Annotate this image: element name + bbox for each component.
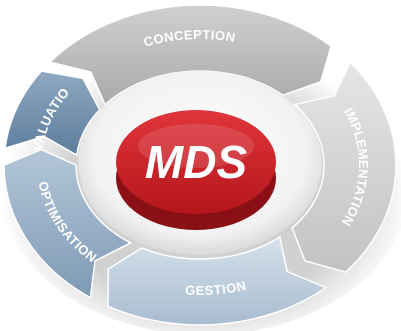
center-button-top bbox=[116, 110, 276, 214]
segment-optimisation bbox=[3, 148, 133, 299]
center-label: MDS bbox=[145, 136, 248, 188]
segment-implementation bbox=[291, 60, 397, 273]
center-button: MDS bbox=[116, 110, 276, 230]
segment-conception bbox=[48, 4, 333, 106]
segment-gestion bbox=[107, 235, 328, 326]
segment-evaluation bbox=[4, 70, 101, 157]
center-button-highlight bbox=[138, 124, 254, 168]
cycle-segments bbox=[3, 4, 397, 326]
